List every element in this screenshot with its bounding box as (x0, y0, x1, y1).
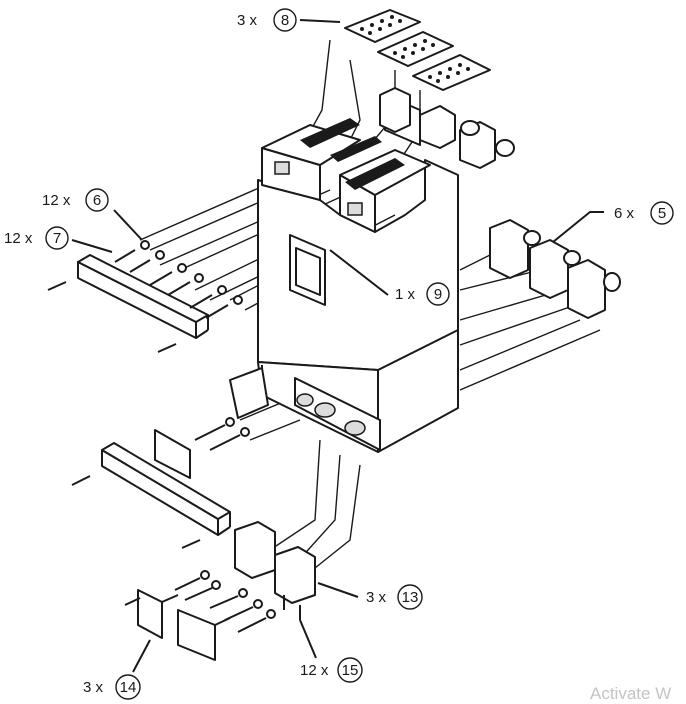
callout-9-count: 1 x (395, 286, 416, 303)
bottom-plates (124, 589, 231, 661)
callout-6: 12 x 6 (42, 188, 109, 212)
bottom-clamps (234, 521, 316, 604)
bottom-terminals (294, 377, 381, 451)
callout-15-count: 12 x (300, 662, 329, 679)
lower-cover-plate (71, 442, 231, 549)
upper-screws (114, 240, 243, 319)
lower-brackets (154, 367, 269, 479)
callout-5: 6 x 5 (614, 201, 674, 225)
callout-14: 3 x 14 (83, 674, 141, 700)
top-terminal-clamps (379, 87, 515, 169)
callout-9-number: 9 (434, 286, 442, 303)
activation-watermark: Activate W (590, 684, 672, 703)
callout-7-number: 7 (53, 230, 61, 247)
callout-8-number: 8 (281, 12, 289, 29)
callout-6-count: 12 x (42, 192, 71, 209)
callout-13-number: 13 (402, 589, 419, 606)
callout-14-count: 3 x (83, 679, 104, 696)
callout-5-count: 6 x (614, 205, 635, 222)
callout-9: 1 x 9 (395, 282, 450, 306)
callout-8-count: 3 x (237, 12, 258, 29)
rocker-handle (289, 234, 326, 306)
right-clamps (489, 219, 621, 319)
callout-8: 3 x 8 (237, 8, 297, 32)
callout-7: 12 x 7 (4, 226, 69, 250)
callout-15: 12 x 15 (300, 657, 363, 683)
terminal-pads (344, 9, 491, 91)
callout-13-count: 3 x (366, 589, 387, 606)
callout-6-number: 6 (93, 192, 101, 209)
breaker-body (257, 94, 459, 453)
upper-cover-plate (47, 254, 209, 353)
leader-lines (71, 19, 604, 673)
callout-13: 3 x 13 (366, 584, 423, 610)
callout-15-number: 15 (342, 662, 359, 679)
callout-14-number: 14 (120, 679, 137, 696)
callout-7-count: 12 x (4, 230, 33, 247)
bottom-screws (174, 570, 301, 633)
callout-5-number: 5 (658, 205, 666, 222)
